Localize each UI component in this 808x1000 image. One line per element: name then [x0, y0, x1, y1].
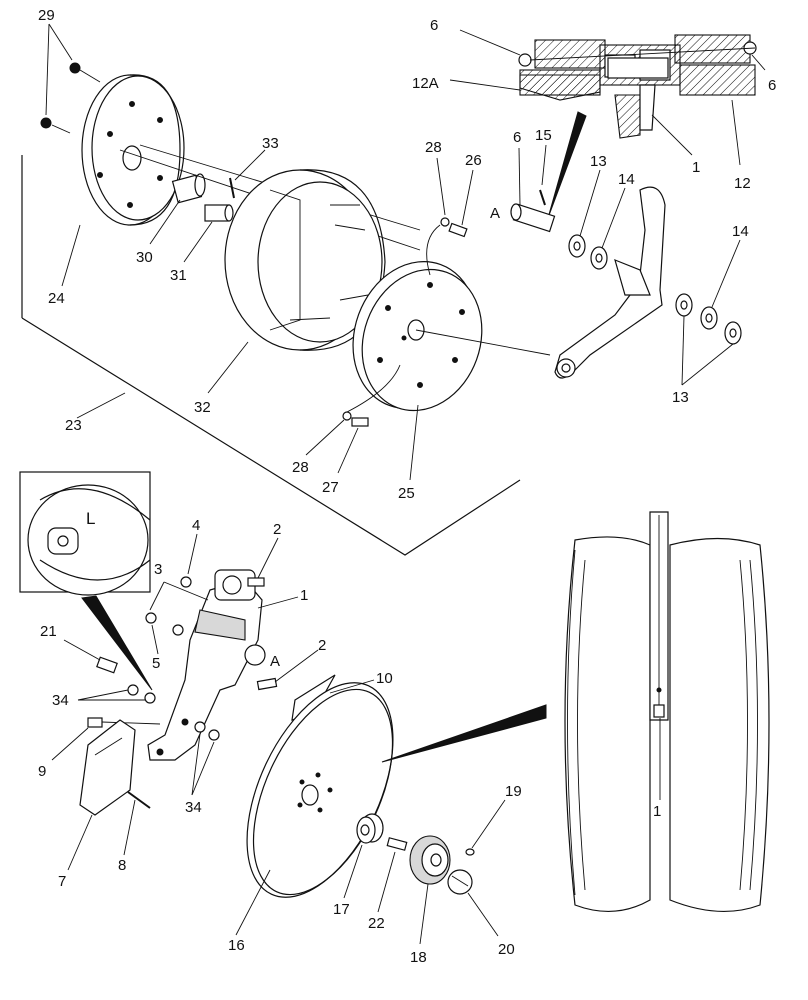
washer-13b — [675, 293, 693, 317]
bolt-21 — [96, 656, 118, 674]
plug-19 — [465, 848, 475, 856]
frame-bracket-1 — [147, 569, 266, 761]
nut-29b — [40, 117, 52, 129]
callout-30: 30 — [136, 249, 153, 266]
washers-34b — [194, 721, 220, 741]
callout-3: 3 — [154, 561, 162, 578]
callout-13-b: 13 — [672, 389, 689, 406]
gauge-wheel-arm — [554, 186, 666, 379]
bolt-26 — [426, 217, 468, 276]
callout-33: 33 — [262, 135, 279, 152]
detail-inset-L — [19, 471, 151, 596]
callout-9: 9 — [38, 763, 46, 780]
callout-8: 8 — [118, 857, 126, 874]
callout-1-right: 1 — [653, 803, 661, 820]
callout-15: 15 — [535, 127, 552, 144]
callout-labels: 29 6 12A 6 1 12 33 28 26 6 15 A 13 14 14… — [38, 7, 776, 966]
bolt-27 — [342, 364, 401, 427]
callout-34-b: 34 — [185, 799, 202, 816]
pointer-wedge-right — [381, 704, 547, 763]
callout-L: L — [86, 509, 95, 528]
callout-5: 5 — [152, 655, 160, 672]
callout-7: 7 — [58, 873, 66, 890]
callout-6-mid: 6 — [513, 129, 521, 146]
callout-17: 17 — [333, 901, 350, 918]
callout-13-a: 13 — [590, 153, 607, 170]
callout-6-top: 6 — [430, 17, 438, 34]
nut-4 — [180, 576, 192, 588]
double-disc-detail — [564, 511, 770, 913]
callout-12A: 12A — [412, 75, 439, 92]
washer-13c — [724, 321, 742, 345]
bushing-30 — [171, 173, 206, 204]
callout-16: 16 — [228, 937, 245, 954]
roll-pin-33 — [229, 177, 235, 199]
callout-14-b: 14 — [732, 223, 749, 240]
callout-2-b: 2 — [318, 637, 326, 654]
callout-A-mid: A — [270, 653, 280, 670]
callout-22: 22 — [368, 915, 385, 932]
hub-wheel-24 — [40, 62, 185, 226]
washers-34a — [127, 684, 156, 704]
pin-6-with-clip-15 — [510, 189, 556, 233]
callout-34-a: 34 — [52, 692, 69, 709]
pin-8 — [127, 791, 151, 809]
tire-32 — [224, 169, 386, 351]
washer-14b — [700, 306, 718, 330]
callout-1-mid: 1 — [300, 587, 308, 604]
leader-lines — [45, 23, 766, 945]
bolt-22 — [386, 837, 408, 851]
callout-A-top: A — [490, 205, 500, 222]
cross-section-assembly — [518, 34, 757, 139]
callout-19: 19 — [505, 783, 522, 800]
callout-20: 20 — [498, 941, 515, 958]
callout-4: 4 — [192, 517, 200, 534]
wheel-rim-25 — [352, 260, 551, 412]
pin-31 — [204, 204, 234, 222]
hub-cap-18 — [409, 835, 451, 885]
callout-14-a: 14 — [618, 171, 635, 188]
washer-5 — [145, 612, 184, 636]
callout-18: 18 — [410, 949, 427, 966]
dust-cap-20 — [447, 869, 473, 895]
washer-13a — [568, 234, 586, 258]
pointer-wedge-top — [547, 111, 587, 219]
group-bracket-23 — [21, 317, 521, 556]
bearing-17 — [356, 813, 384, 844]
bolt-9 — [87, 717, 161, 728]
callout-28-top: 28 — [425, 139, 442, 156]
callout-1-top: 1 — [692, 159, 700, 176]
callout-27: 27 — [322, 479, 339, 496]
scraper-7 — [79, 719, 136, 816]
callout-29: 29 — [38, 7, 55, 24]
callout-31: 31 — [170, 267, 187, 284]
callout-28-bottom: 28 — [292, 459, 309, 476]
bolt-2a — [247, 577, 265, 587]
callout-32: 32 — [194, 399, 211, 416]
callout-25: 25 — [398, 485, 415, 502]
nut-29a — [69, 62, 81, 74]
callout-26: 26 — [465, 152, 482, 169]
callout-23: 23 — [65, 417, 82, 434]
callout-12: 12 — [734, 175, 751, 192]
opener-disc-16 — [246, 682, 394, 898]
callout-6-right: 6 — [768, 77, 776, 94]
callout-24: 24 — [48, 290, 65, 307]
callout-10: 10 — [376, 670, 393, 687]
pointer-wedge-inset — [81, 595, 153, 691]
callout-2-a: 2 — [273, 521, 281, 538]
callout-21: 21 — [40, 623, 57, 640]
bolt-2b — [256, 677, 278, 691]
washer-14a — [590, 246, 608, 270]
